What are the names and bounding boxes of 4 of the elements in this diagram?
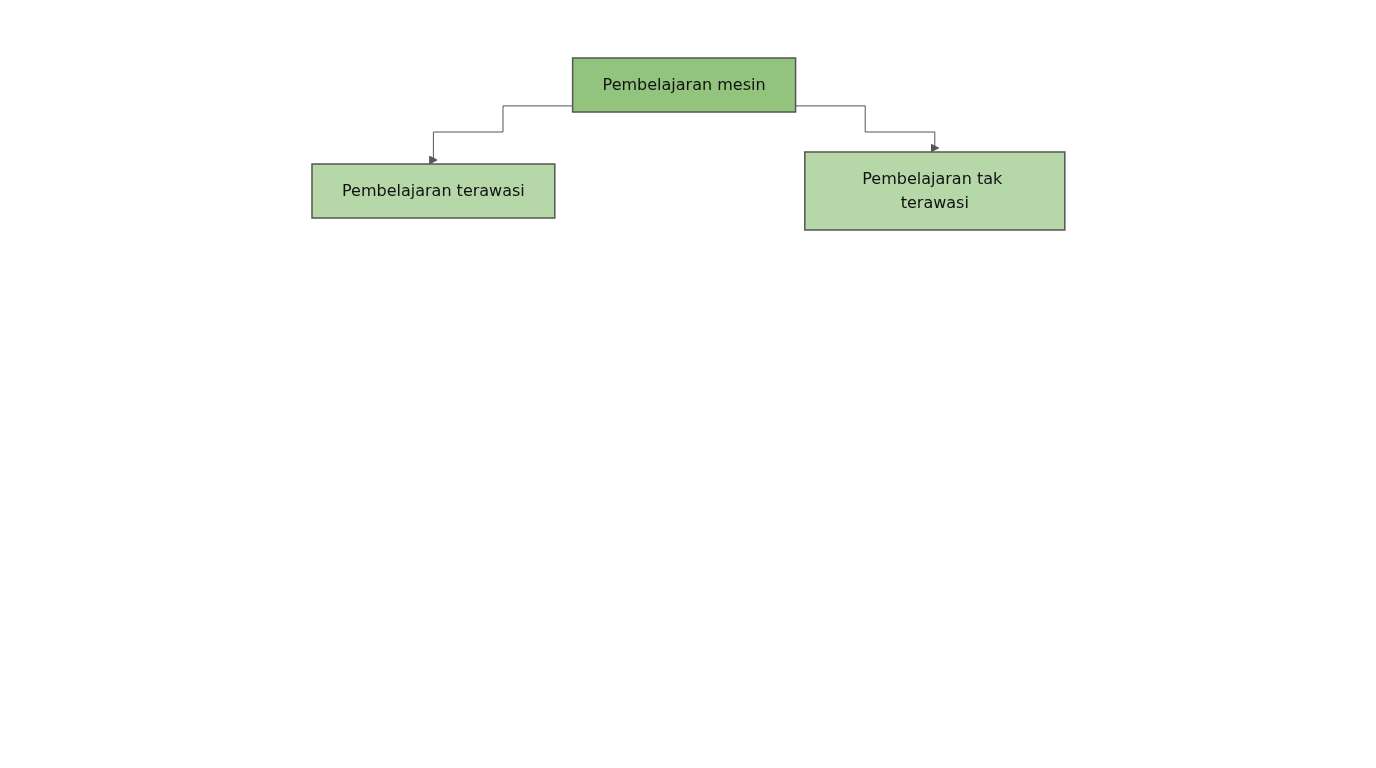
node-box: Pembelajaran terawasi <box>310 163 556 219</box>
arrow <box>428 105 573 165</box>
node-box: Pembelajaran mesin <box>571 57 796 113</box>
node-box: Pembelajaran tak terawasi <box>803 151 1066 231</box>
